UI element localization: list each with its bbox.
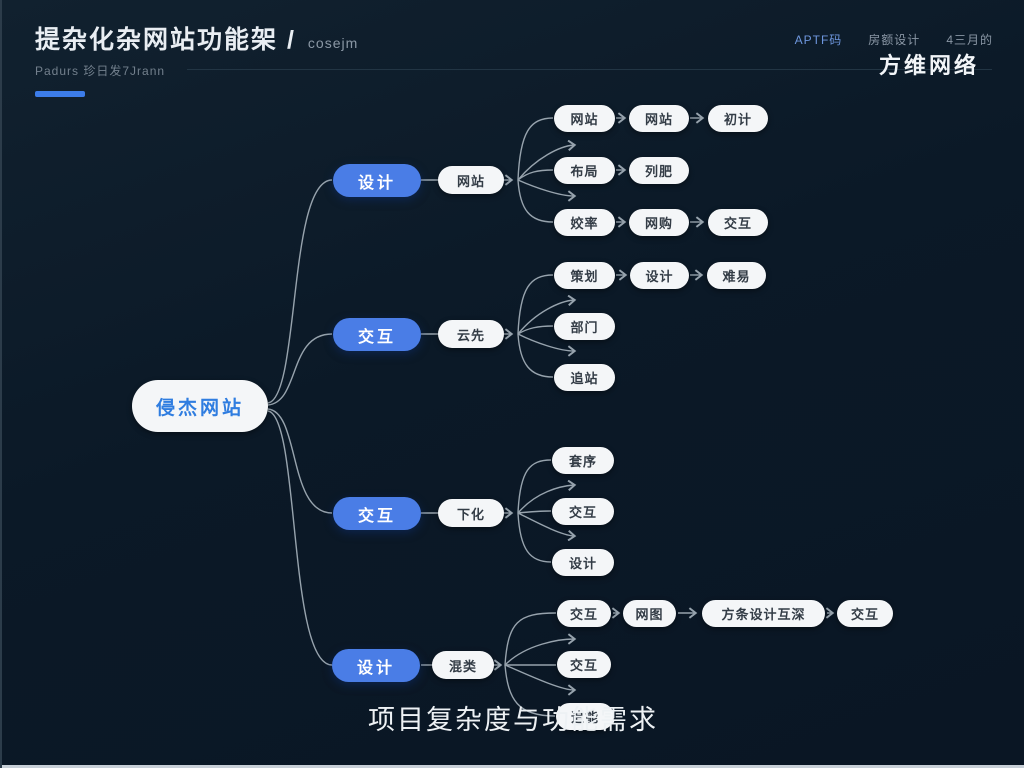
page-title: 提杂化杂网站功能架 / <box>35 26 296 54</box>
branch-node-1[interactable]: 设计 <box>333 164 421 197</box>
leaf-node[interactable]: 交互 <box>708 209 768 236</box>
leaf-node[interactable]: 交互 <box>552 498 614 525</box>
header: 提杂化杂网站功能架 / cosejm <box>35 20 358 56</box>
leaf-node[interactable]: 设计 <box>630 262 689 289</box>
leaf-node[interactable]: 策划 <box>554 262 615 289</box>
child-node-3[interactable]: 下化 <box>438 499 504 527</box>
leaf-node[interactable]: 网站 <box>554 105 615 132</box>
leaf-node[interactable]: 难易 <box>707 262 766 289</box>
slide-caption: 项目复杂度与功能需求 <box>368 705 658 735</box>
child-node-2[interactable]: 云先 <box>438 320 504 348</box>
leaf-node[interactable]: 网购 <box>629 209 689 236</box>
leaf-node[interactable]: 交互 <box>557 651 611 678</box>
leaf-node[interactable]: 追能 <box>556 703 614 730</box>
meta-item: 4三月的 <box>946 33 993 47</box>
branch-node-2[interactable]: 交互 <box>333 318 421 351</box>
child-node-1[interactable]: 网站 <box>438 166 504 194</box>
leaf-node[interactable]: 布局 <box>554 157 615 184</box>
page-title-suffix: cosejm <box>307 35 359 51</box>
leaf-node[interactable]: 网图 <box>623 600 676 627</box>
leaf-node[interactable]: 交互 <box>557 600 611 627</box>
meta-item: APTF码 <box>794 33 843 47</box>
header-meta: APTF码 房额设计 4三月的 <box>795 31 993 48</box>
leaf-node[interactable]: 初计 <box>708 105 768 132</box>
leaf-node[interactable]: 交互 <box>837 600 893 627</box>
title-underline <box>35 91 85 97</box>
child-node-4[interactable]: 混类 <box>432 651 494 679</box>
brand-logo-text: 方维网络 <box>878 53 979 78</box>
bottom-edge-strip <box>2 765 1024 768</box>
branch-node-3[interactable]: 交互 <box>333 497 421 530</box>
root-node[interactable]: 侵杰网站 <box>132 380 268 432</box>
meta-item: 房额设计 <box>868 33 921 47</box>
header-divider <box>187 69 992 70</box>
leaf-node[interactable]: 套序 <box>552 447 614 474</box>
leaf-node[interactable]: 设计 <box>552 549 614 576</box>
leaf-node[interactable]: 网站 <box>629 105 689 132</box>
page-subtitle: Padurs 珍日发7Jrann <box>35 64 166 78</box>
branch-node-4[interactable]: 设计 <box>332 649 420 682</box>
leaf-node[interactable]: 方条设计互深 <box>702 600 825 627</box>
leaf-node[interactable]: 姣率 <box>554 209 615 236</box>
leaf-node[interactable]: 部门 <box>554 313 615 340</box>
leaf-node[interactable]: 追站 <box>554 364 615 391</box>
leaf-node[interactable]: 列肥 <box>629 157 689 184</box>
